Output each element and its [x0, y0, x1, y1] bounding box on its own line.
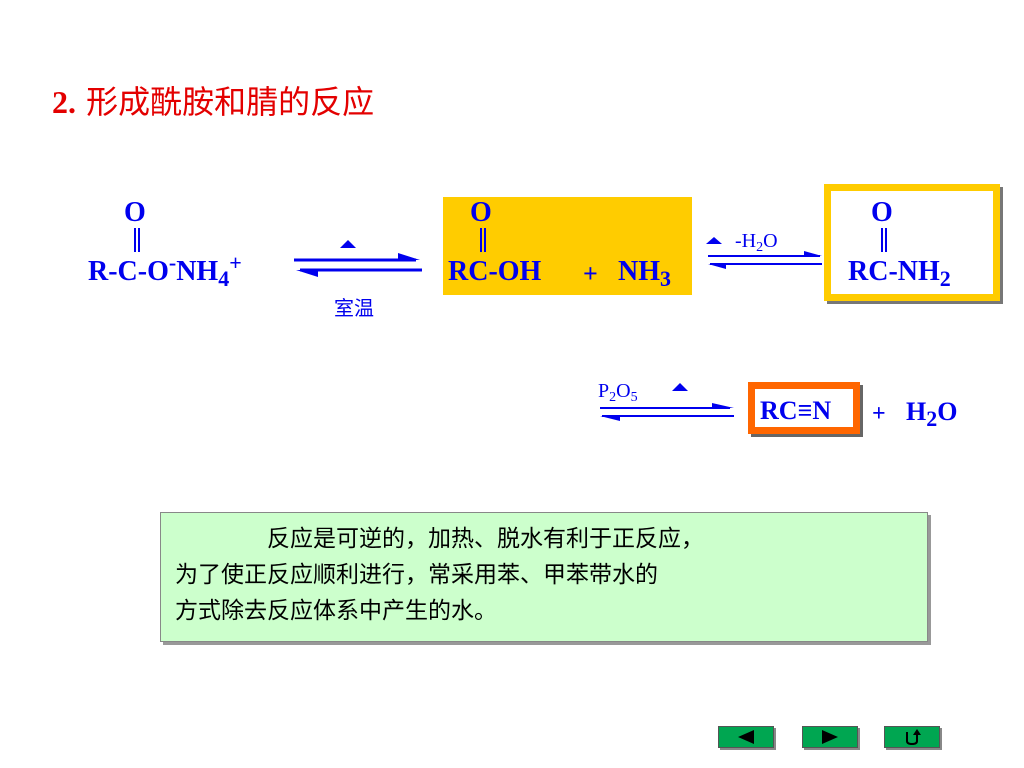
- reagent-o: O: [616, 380, 631, 402]
- return-button[interactable]: [884, 726, 940, 748]
- heat-triangle-icon: [340, 240, 356, 248]
- water-h: H: [906, 397, 927, 426]
- return-arrow-icon: [906, 729, 921, 746]
- ammonium-salt-formula: R-C-O-NH4+: [88, 252, 242, 290]
- water-sub: 2: [926, 406, 938, 431]
- note-line-3: 方式除去反应体系中产生的水。: [175, 598, 497, 624]
- note-line-2: 为了使正反应顺利进行，常采用苯、甲苯带水的: [175, 562, 658, 588]
- dehydrate-prefix: -H: [735, 230, 757, 252]
- title-number: 2.: [52, 84, 76, 120]
- explanation-note: 反应是可逆的，加热、脱水有利于正反应， 为了使正反应顺利进行，常采用苯、甲苯带水…: [160, 512, 928, 642]
- note-line-1: 反应是可逆的，加热、脱水有利于正反应，: [267, 526, 704, 552]
- dehydrate-suffix: O: [763, 230, 778, 252]
- nitrile-formula: RC≡N: [760, 396, 832, 425]
- amide-carbonyl-o: O: [871, 197, 893, 228]
- prev-button[interactable]: [718, 726, 774, 748]
- reagent-sub2: 5: [630, 390, 638, 405]
- salt-double-bond: [134, 228, 140, 252]
- next-button[interactable]: [802, 726, 858, 748]
- plus-sign-1: +: [583, 259, 598, 288]
- amide-formula: RC-NH2: [848, 256, 951, 290]
- salt-main: R-C-O: [88, 256, 169, 287]
- amide-main: RC-NH: [848, 256, 940, 287]
- salt-sub: 4: [218, 266, 230, 291]
- room-temperature-label: 室温: [334, 296, 374, 320]
- water-o: O: [937, 397, 958, 426]
- reagent-sub1: 2: [609, 390, 617, 405]
- heat-triangle-icon: [706, 237, 722, 244]
- amide-frame-inner: [831, 191, 993, 294]
- water-formula: H2O: [906, 397, 958, 430]
- title-text: 形成酰胺和腈的反应: [86, 83, 375, 121]
- nh3-sub: 3: [660, 266, 671, 291]
- salt-nh: NH: [176, 256, 219, 287]
- reagent-p: P: [598, 380, 610, 402]
- carboxylic-acid-formula: RC-OH: [448, 256, 542, 287]
- amide-sub: 2: [939, 266, 951, 291]
- heat-triangle-icon: [672, 383, 688, 391]
- triangle-left-icon: [738, 730, 754, 744]
- amide-double-bond: [881, 228, 887, 252]
- salt-minus: -: [168, 250, 177, 275]
- equilibrium-arrow-2: [706, 237, 822, 269]
- acid-double-bond: [480, 228, 486, 252]
- p2o5-reagent: P2O5: [598, 380, 638, 405]
- page-title: 2. 形成酰胺和腈的反应: [52, 82, 374, 122]
- equilibrium-arrow-1: [294, 240, 422, 277]
- dehydrate-sub: 2: [756, 240, 764, 255]
- acid-carbonyl-o: O: [470, 197, 492, 228]
- dehydration-label: -H2O: [735, 230, 778, 255]
- triangle-right-icon: [822, 730, 838, 744]
- nh3-main: NH: [618, 256, 660, 287]
- equilibrium-arrow-3: [600, 383, 734, 421]
- nitrile-frame-inner: [755, 389, 853, 427]
- salt-plus: +: [229, 250, 242, 275]
- ammonia-formula: NH3: [618, 256, 671, 290]
- plus-sign-2: +: [872, 401, 886, 427]
- salt-carbonyl-o: O: [124, 197, 146, 228]
